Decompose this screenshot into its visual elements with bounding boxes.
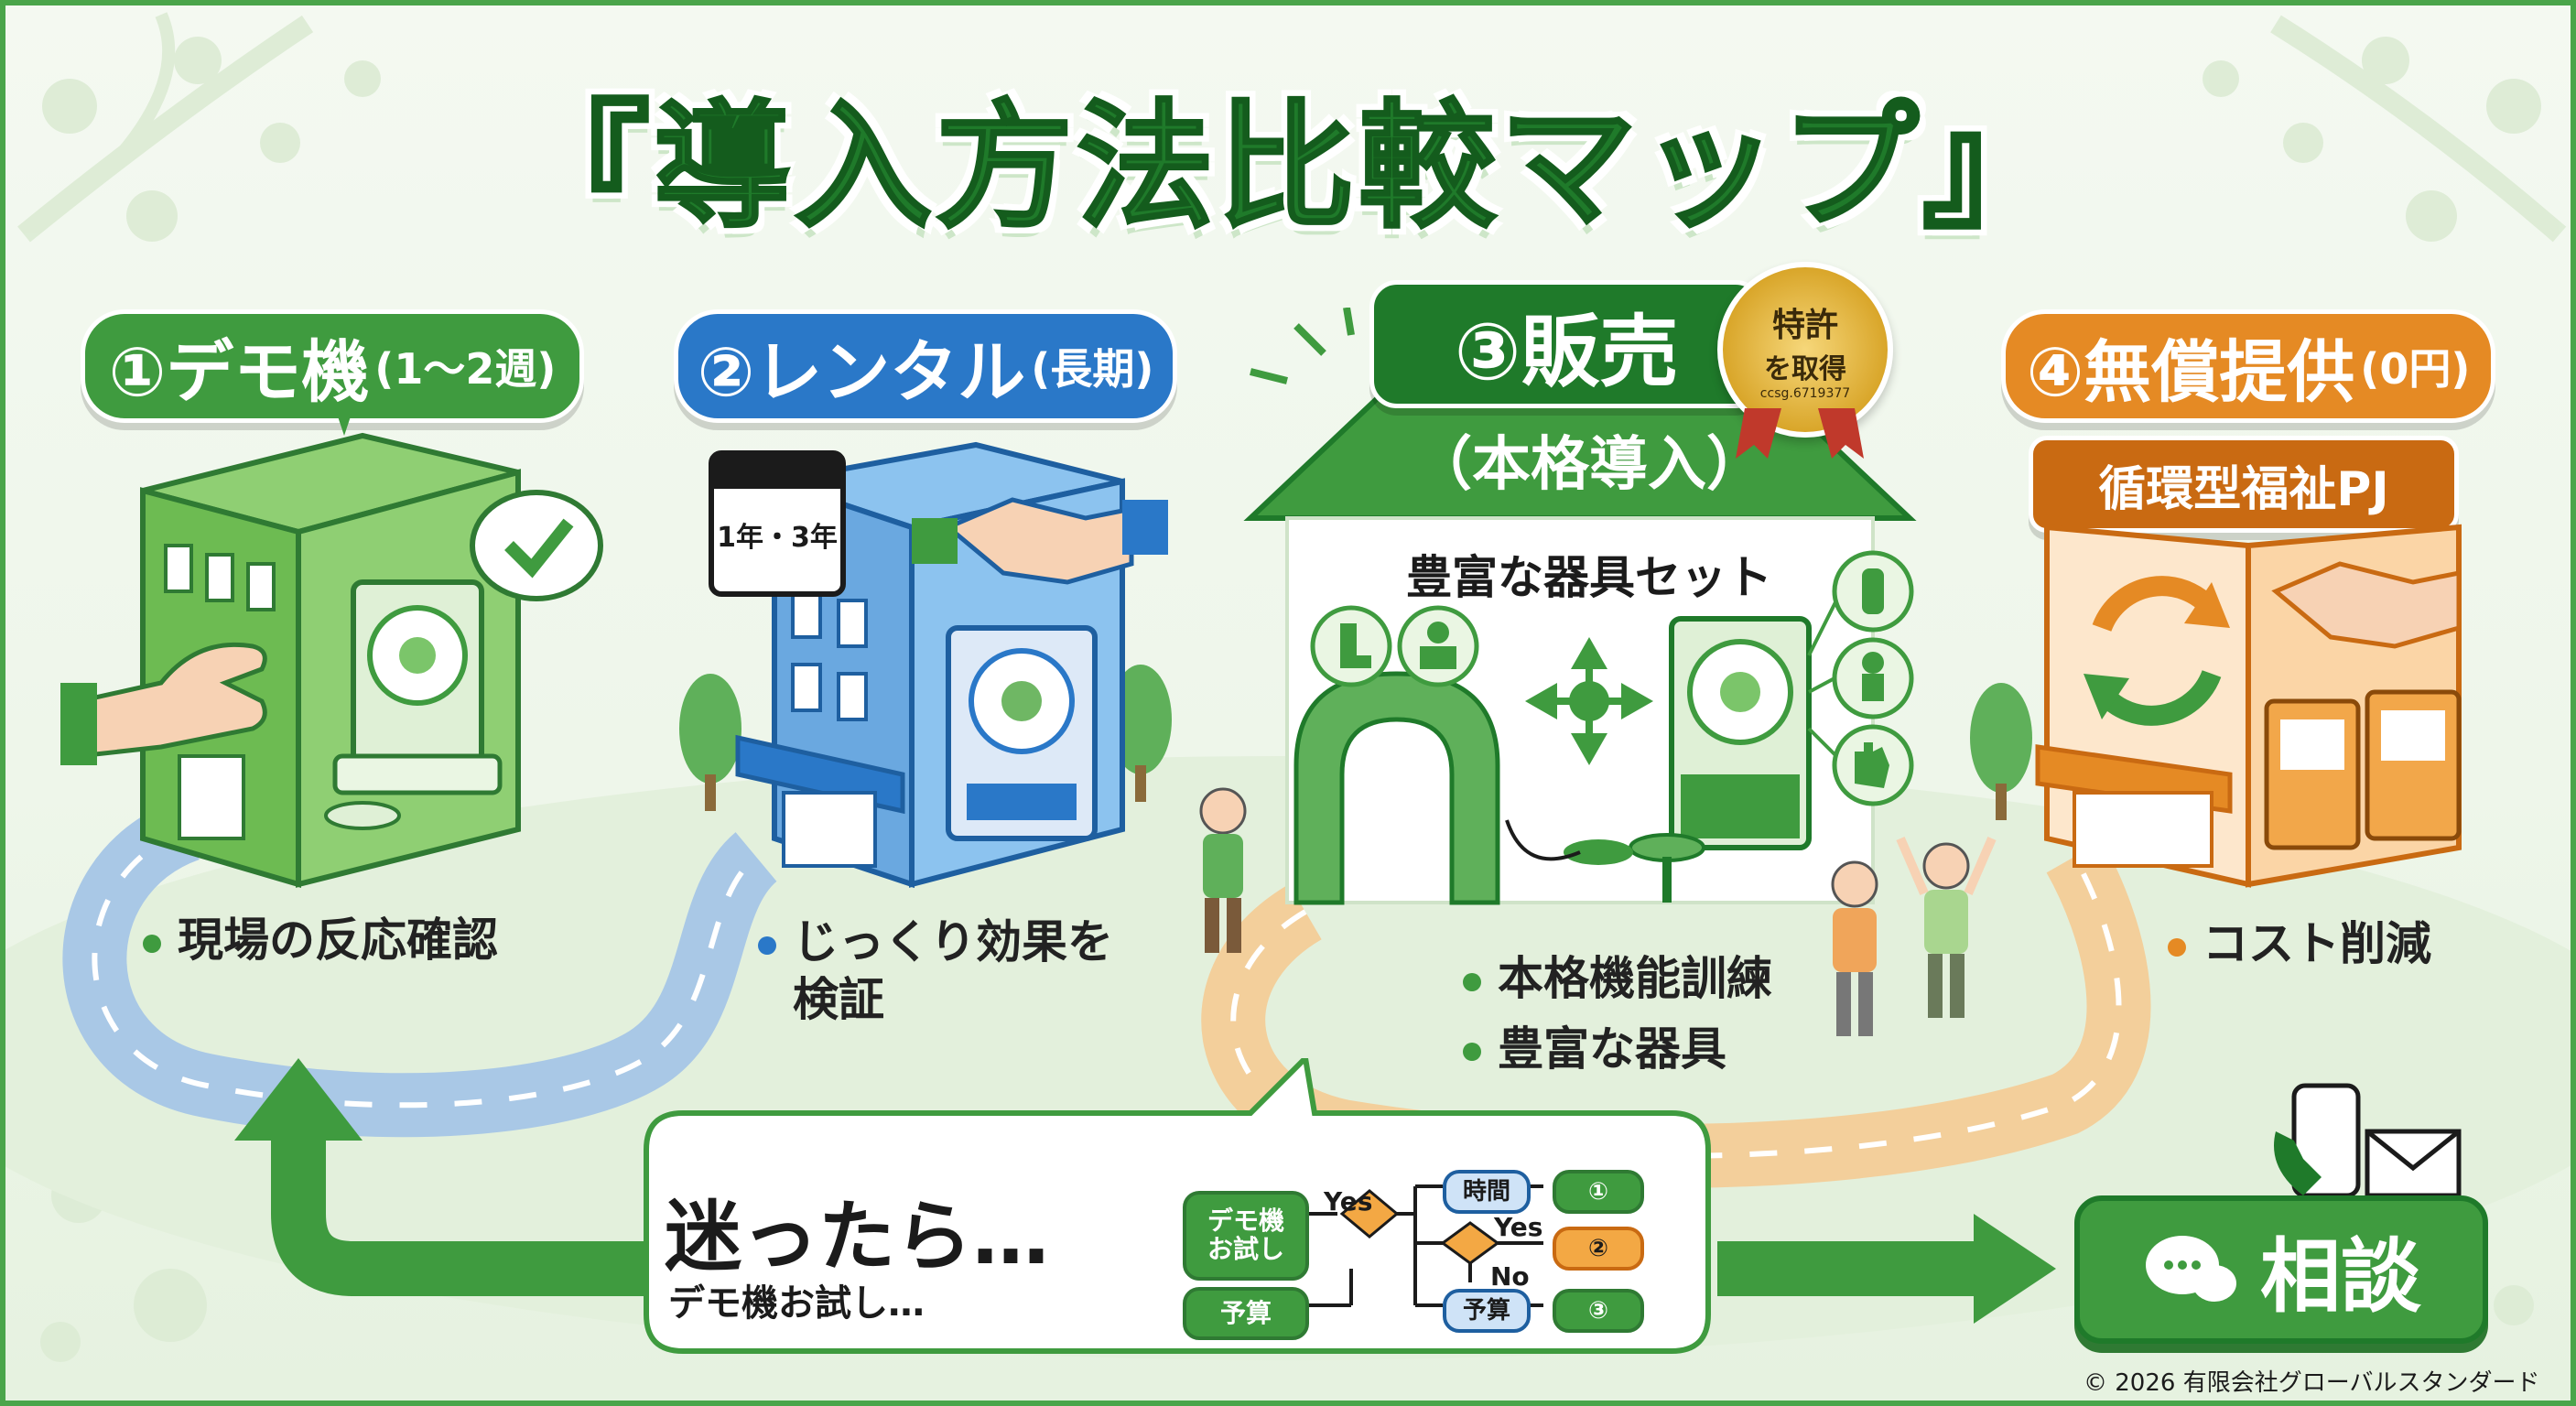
- decision-flowchart: [1305, 1184, 1543, 1307]
- stage4-label: ④無償提供: [2026, 332, 2355, 412]
- bullet-dot: [1463, 972, 1481, 991]
- bullet-dot: [1463, 1043, 1481, 1061]
- calendar-period: 1年・3年: [717, 522, 838, 554]
- calendar-icon: 1年・3年: [709, 450, 846, 597]
- page-title: 『導入方法比較マップ』: [511, 87, 2063, 249]
- senior-walking-illustration: [1199, 787, 1247, 953]
- stage3-bullet-item: 本格機能訓練: [1463, 950, 1772, 1008]
- stage3-label-pill: ③販売: [1369, 280, 1763, 408]
- rental-building-illustration: [735, 441, 1168, 889]
- stage4-bullet-item: コスト削減: [2168, 915, 2431, 973]
- decision-bubble: [644, 1058, 1711, 1354]
- demo-building-illustration: [60, 408, 603, 889]
- flow-outcome-1: ①: [1553, 1170, 1644, 1214]
- stage2-label-pill: ②レンタル (長期): [674, 309, 1177, 423]
- seal-line2: を取得: [1764, 353, 1846, 385]
- stage3-bullet-item: 豊富な器具: [1463, 1021, 1772, 1078]
- stage4-label-pill: ④無償提供 (0円): [2001, 309, 2495, 423]
- equipment-heading: 豊富な器具セット: [1406, 551, 1772, 604]
- flow-time-node: 時間: [1443, 1170, 1531, 1214]
- stage1-bullets: 現場の反応確認: [143, 912, 498, 969]
- decision-heading: 迷ったら…: [665, 1192, 1050, 1282]
- stage2-bullet-item: 検証: [793, 972, 884, 1026]
- bullet-dot: [758, 936, 776, 955]
- free-offer-building-illustration: [2035, 524, 2462, 888]
- flow-yes-label-2: Yes: [1494, 1212, 1543, 1242]
- seal-line1: 特許: [1771, 307, 1838, 344]
- seal-ribbon: [1736, 408, 1864, 459]
- stage1-bullet-item: 現場の反応確認: [143, 912, 498, 969]
- stage4-program: 循環型福祉PJ: [2098, 461, 2389, 517]
- stage3-label: ③販売: [1454, 306, 1679, 398]
- seniors-cheering-illustration: [1831, 837, 1997, 1036]
- stage1-label-pill: ①デモ機 (1～2週): [81, 309, 584, 423]
- stage2-sub: (長期): [1031, 344, 1154, 394]
- stage2-bullets: じっくり効果を 検証: [758, 914, 1113, 1028]
- stage4-program-banner: 循環型福祉PJ: [2029, 436, 2459, 533]
- copyright: © 2026 有限会社グローバルスタンダード: [2084, 1369, 2540, 1397]
- stage1-label: ①デモ機: [108, 332, 370, 412]
- flow-budget-node: 予算: [1183, 1287, 1309, 1340]
- chat-bubbles-icon: [2145, 1236, 2236, 1302]
- stage2-label: ②レンタル: [697, 332, 1026, 412]
- calendar-header: [714, 456, 840, 489]
- stage2-bullet-item: じっくり効果を: [758, 914, 1113, 971]
- bullet-dot: [2168, 937, 2186, 957]
- flow-no-label: No: [1490, 1261, 1530, 1292]
- consult-label: 相談: [2259, 1228, 2421, 1324]
- flow-budget2-node: 予算: [1443, 1289, 1531, 1333]
- stage3-bullets: 本格機能訓練 豊富な器具: [1463, 950, 1772, 1077]
- stage3-sub: （本格導入）: [1413, 431, 1765, 499]
- flow-yes-label-1: Yes: [1324, 1186, 1373, 1217]
- patent-seal: 特許 を取得 ccsg.6719377: [1717, 262, 1893, 438]
- flow-outcome-3: ③: [1553, 1289, 1644, 1333]
- seal-code: ccsg.6719377: [1759, 386, 1851, 401]
- bullet-dot: [143, 934, 161, 953]
- flow-outcome-2: ②: [1553, 1227, 1644, 1271]
- consult-button[interactable]: 相談: [2074, 1195, 2488, 1344]
- stage4-bullets: コスト削減: [2168, 915, 2431, 973]
- stage4-sub: (0円): [2360, 344, 2471, 394]
- flow-start-node: デモ機 お試し: [1183, 1191, 1309, 1281]
- decision-subheading: デモ機お試し…: [668, 1282, 925, 1325]
- stage1-sub: (1～2週): [374, 344, 557, 394]
